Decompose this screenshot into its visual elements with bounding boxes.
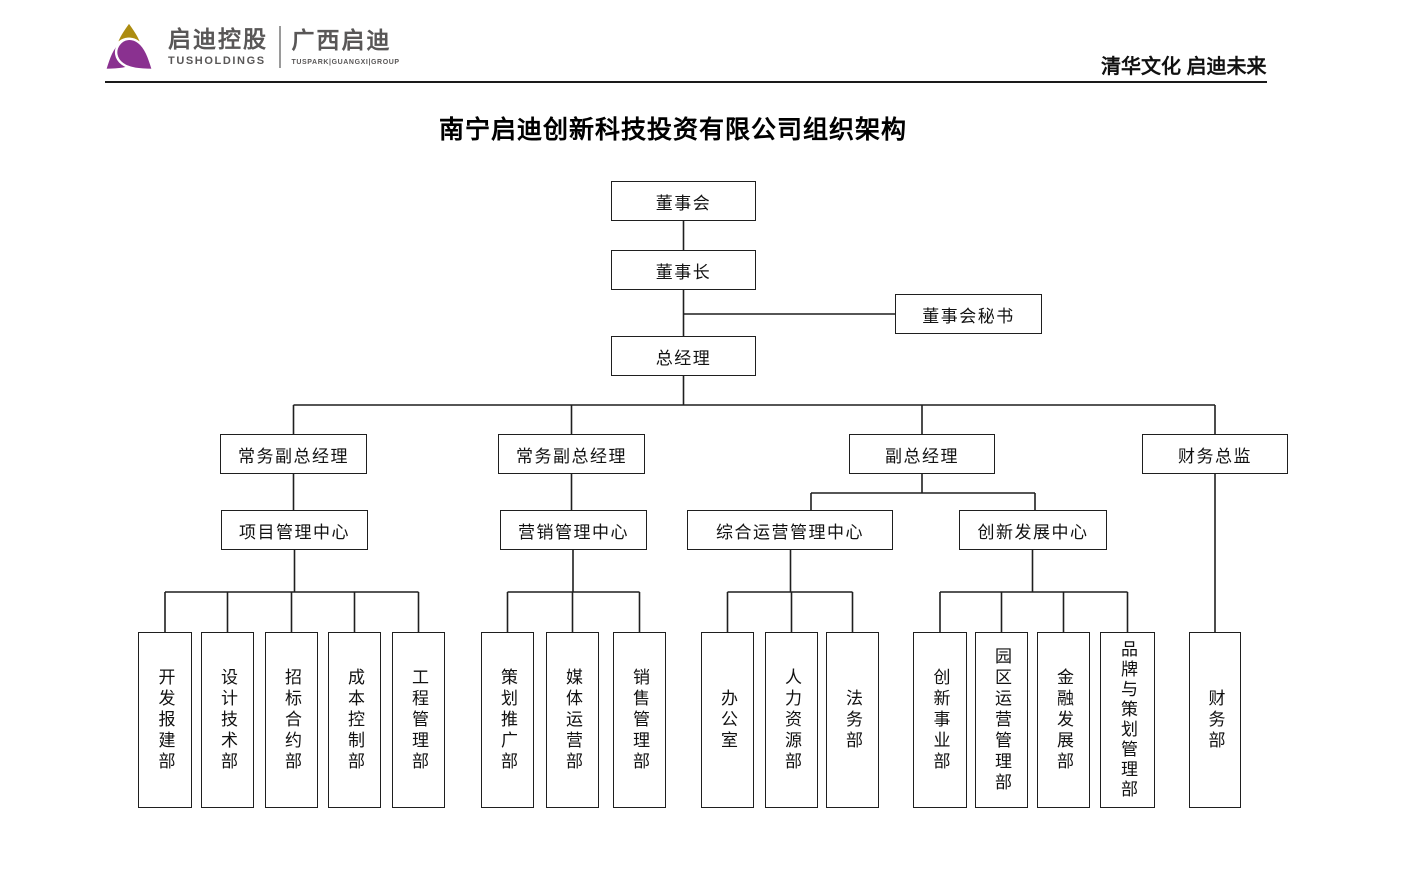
header-slogan: 清华文化 启迪未来 [1101, 56, 1267, 78]
node-dept-project-3: 成本控制部 [328, 632, 381, 808]
node-dept-operations-1: 人力资源部 [765, 632, 818, 808]
node-dept-marketing-1: 媒体运营部 [546, 632, 599, 808]
node-center-marketing: 营销管理中心 [500, 510, 647, 550]
connector-exec2-split [810, 474, 1036, 510]
connector-group-project [164, 550, 420, 632]
logo-petal-purple-right [114, 37, 155, 72]
node-dept-innovation-2: 金融发展部 [1037, 632, 1090, 808]
logo-divider [279, 26, 281, 68]
node-executive-0: 常务副总经理 [220, 434, 367, 474]
logo-en-secondary: TUSPARK|GUANGXI|GROUP [291, 59, 400, 67]
node-center-innovation: 创新发展中心 [959, 510, 1107, 550]
node-dept-innovation-0: 创新事业部 [913, 632, 967, 808]
node-dept-project-4: 工程管理部 [392, 632, 445, 808]
company-logo: 启迪控股 TUSHOLDINGS 广西启迪 TUSPARK|GUANGXI|GR… [98, 16, 400, 78]
connector-group-innovation [939, 550, 1129, 632]
node-dept-operations-0: 办公室 [701, 632, 754, 808]
node-chairman: 董事长 [611, 250, 756, 290]
node-dept-project-1: 设计技术部 [201, 632, 254, 808]
node-executive-3: 财务总监 [1142, 434, 1288, 474]
node-dept-innovation-1: 园区运营管理部 [975, 632, 1028, 808]
node-dept-finance-0: 财务部 [1189, 632, 1241, 808]
node-dept-innovation-3: 品牌与策划管理部 [1100, 632, 1155, 808]
logo-cn-secondary: 广西启迪 [291, 26, 392, 53]
page-title: 南宁启迪创新科技投资有限公司组织架构 [438, 116, 907, 144]
node-dept-marketing-0: 策划推广部 [481, 632, 534, 808]
node-executive-2: 副总经理 [849, 434, 995, 474]
connector-group-marketing [506, 550, 641, 632]
node-board: 董事会 [611, 181, 756, 221]
node-center-project: 项目管理中心 [221, 510, 368, 550]
connector-group-operations [726, 550, 854, 632]
node-dept-operations-2: 法务部 [826, 632, 879, 808]
node-dept-project-2: 招标合约部 [265, 632, 318, 808]
tusholdings-flower-icon [103, 19, 155, 72]
node-center-operations: 综合运营管理中心 [687, 510, 893, 550]
header-rule [105, 81, 1267, 83]
node-executive-1: 常务副总经理 [498, 434, 645, 474]
page-header: 启迪控股 TUSHOLDINGS 广西启迪 TUSPARK|GUANGXI|GR… [0, 0, 1402, 90]
connector-mainline-drops [292, 405, 1216, 434]
node-general-manager: 总经理 [611, 336, 756, 376]
node-board-secretary: 董事会秘书 [895, 294, 1042, 334]
logo-en-primary: TUSHOLDINGS [168, 54, 266, 67]
node-dept-project-0: 开发报建部 [138, 632, 192, 808]
logo-cn-primary: 启迪控股 [168, 26, 268, 53]
node-dept-marketing-2: 销售管理部 [613, 632, 666, 808]
